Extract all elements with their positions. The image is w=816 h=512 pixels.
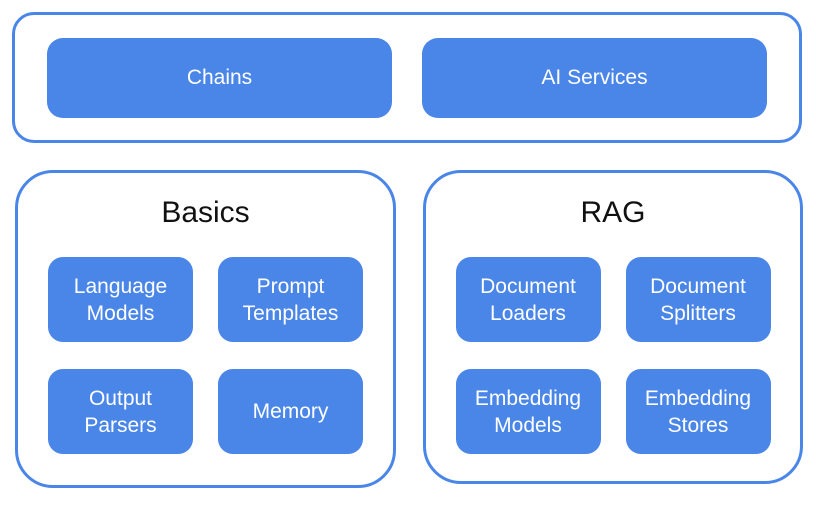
node-document-loaders-label: Document Loaders [480, 274, 576, 325]
group-rag-grid: Document Loaders Document Splitters Embe… [455, 257, 771, 454]
node-output-parsers: Output Parsers [48, 369, 193, 454]
node-embedding-models-label: Embedding Models [474, 386, 582, 437]
group-rag-title: RAG [580, 196, 646, 229]
node-prompt-templates: Prompt Templates [218, 257, 363, 342]
node-output-parsers-label: Output Parsers [84, 386, 157, 437]
node-language-models: Language Models [48, 257, 193, 342]
node-memory: Memory [218, 369, 363, 454]
node-embedding-models: Embedding Models [455, 369, 601, 454]
group-basics-title: Basics [161, 196, 250, 229]
node-chains: Chains [47, 37, 392, 118]
node-embedding-stores: Embedding Stores [625, 369, 771, 454]
node-language-models-label: Language Models [73, 274, 168, 325]
node-memory-label: Memory [252, 400, 329, 423]
node-document-splitters: Document Splitters [625, 257, 771, 342]
node-prompt-templates-label: Prompt Templates [242, 274, 339, 325]
node-document-splitters-label: Document Splitters [650, 274, 746, 325]
group-rag: RAG Document Loaders Document Splitters … [423, 170, 803, 484]
node-ai-services: AI Services [422, 37, 767, 118]
top-layer-container: Chains AI Services [12, 12, 802, 143]
node-embedding-stores-label: Embedding Stores [644, 386, 752, 437]
node-ai-services-label: AI Services [541, 65, 648, 89]
node-chains-label: Chains [186, 65, 253, 89]
group-basics: Basics Language Models Prompt Templates … [15, 170, 396, 488]
node-document-loaders: Document Loaders [455, 257, 601, 342]
group-basics-grid: Language Models Prompt Templates Output … [48, 257, 363, 454]
